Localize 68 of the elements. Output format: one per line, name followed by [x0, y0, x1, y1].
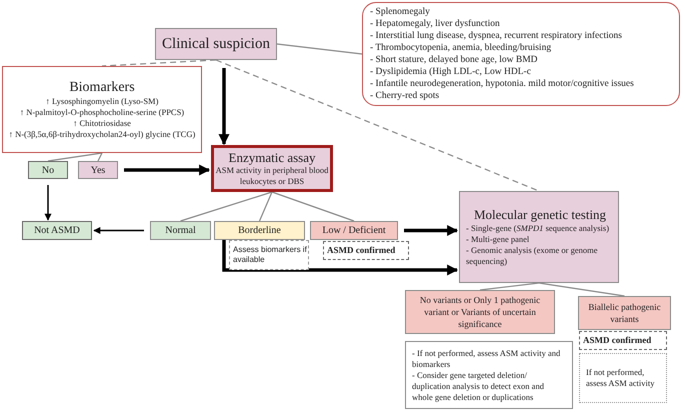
- text: - Cherry-red spots: [370, 90, 440, 102]
- connector-line: [480, 282, 540, 291]
- text: ↑ Lysosphingomyelin (Lyso-SM): [46, 96, 158, 106]
- text: ↑ Chitotriosidase: [73, 118, 131, 128]
- text: - Short stature, delayed bone age, low BMD: [370, 54, 539, 66]
- text: ↑ N-palmitoyl-O-phosphocholine-serine (PPCS): [20, 106, 184, 118]
- result-box: [405, 290, 555, 334]
- text: No variants or Only 1 pathogenic variant or Variants of uncertain significance: [418, 294, 542, 330]
- heading: Biomarkers: [69, 80, 135, 96]
- text: Low / Deficient: [322, 224, 386, 238]
- process-box: [155, 28, 277, 60]
- text: - Single-gene (SMPD1 sequence analysis): [466, 223, 610, 234]
- text: - Genomic analysis (exome or genome sequencing): [466, 245, 598, 267]
- text: Clinical suspicion: [162, 34, 270, 54]
- text: No: [42, 164, 54, 178]
- arrow: [218, 68, 230, 146]
- text: ASMD confirmed: [327, 244, 396, 257]
- arrow: [44, 185, 52, 221]
- text: - Interstitial lung disease, dyspnea, recurrent respiratory infections: [370, 30, 623, 42]
- text: ASM activity in peripheral blood leukocytes or DBS: [214, 165, 330, 187]
- process-box: [211, 145, 333, 192]
- heading: - Splenomegaly: [370, 6, 431, 18]
- note-box: [229, 240, 309, 270]
- text: If not performed, assess ASM activity: [586, 367, 656, 389]
- decision-box: [78, 161, 118, 179]
- connector-line: [276, 43, 362, 55]
- arrow: [93, 227, 144, 234]
- text: ↑ N-(3β,5α,6β-trihydroxycholan24-oyl) glycine (TCG): [8, 128, 196, 140]
- connector-line: [97, 152, 103, 162]
- result-box: [310, 221, 398, 240]
- dashed-line: [102, 59, 216, 67]
- text: - Infantile neurodegeneration, hypotonia. mild motor/cognitive issues: [370, 78, 635, 90]
- arrow: [404, 225, 458, 236]
- note-box: [579, 331, 667, 350]
- decision-box: [28, 161, 68, 179]
- result-box: [578, 296, 671, 330]
- heading: - If not performed, assess ASM activity and biomarkers: [412, 348, 562, 370]
- text: - Consider gene targeted deletion/ duplication analysis to detect exon and whole gene deletion or duplications: [412, 370, 545, 402]
- text: Biallelic pathogenic variants: [587, 301, 662, 325]
- connector-line: [538, 282, 625, 297]
- text: - Thrombocytopenia, anemia, bleeding/bruising: [370, 42, 552, 54]
- process-box: [459, 191, 619, 283]
- connector-line: [272, 191, 354, 222]
- text: Normal: [165, 224, 196, 238]
- text: Yes: [90, 164, 106, 178]
- text: - Multi-gene panel: [466, 234, 530, 245]
- text: Not ASMD: [34, 224, 80, 238]
- heading: Molecular genetic testing: [472, 207, 608, 223]
- symptom-list-box: [362, 2, 680, 106]
- note-box: [323, 241, 409, 260]
- arrow: [222, 240, 458, 276]
- arrow: [124, 164, 210, 176]
- text: - Dyslipidemia (High LDL-c, Low HDL-c: [370, 66, 532, 78]
- heading: Enzymatic assay: [228, 150, 316, 165]
- result-box: [150, 221, 211, 240]
- result-box: [22, 221, 92, 240]
- connector-line: [48, 152, 102, 162]
- note-box: [405, 341, 573, 409]
- biomarker-box: [2, 66, 202, 153]
- connector-line: [180, 191, 272, 222]
- text: Borderline: [238, 224, 281, 238]
- dashed-line: [216, 59, 540, 192]
- text: ASMD confirmed: [583, 334, 652, 347]
- connector-line: [258, 192, 273, 222]
- text: Assess biomarkers if available: [233, 245, 308, 265]
- text: - Hepatomegaly, liver dysfunction: [370, 18, 501, 30]
- note-box: [579, 353, 667, 403]
- result-box: [214, 221, 305, 240]
